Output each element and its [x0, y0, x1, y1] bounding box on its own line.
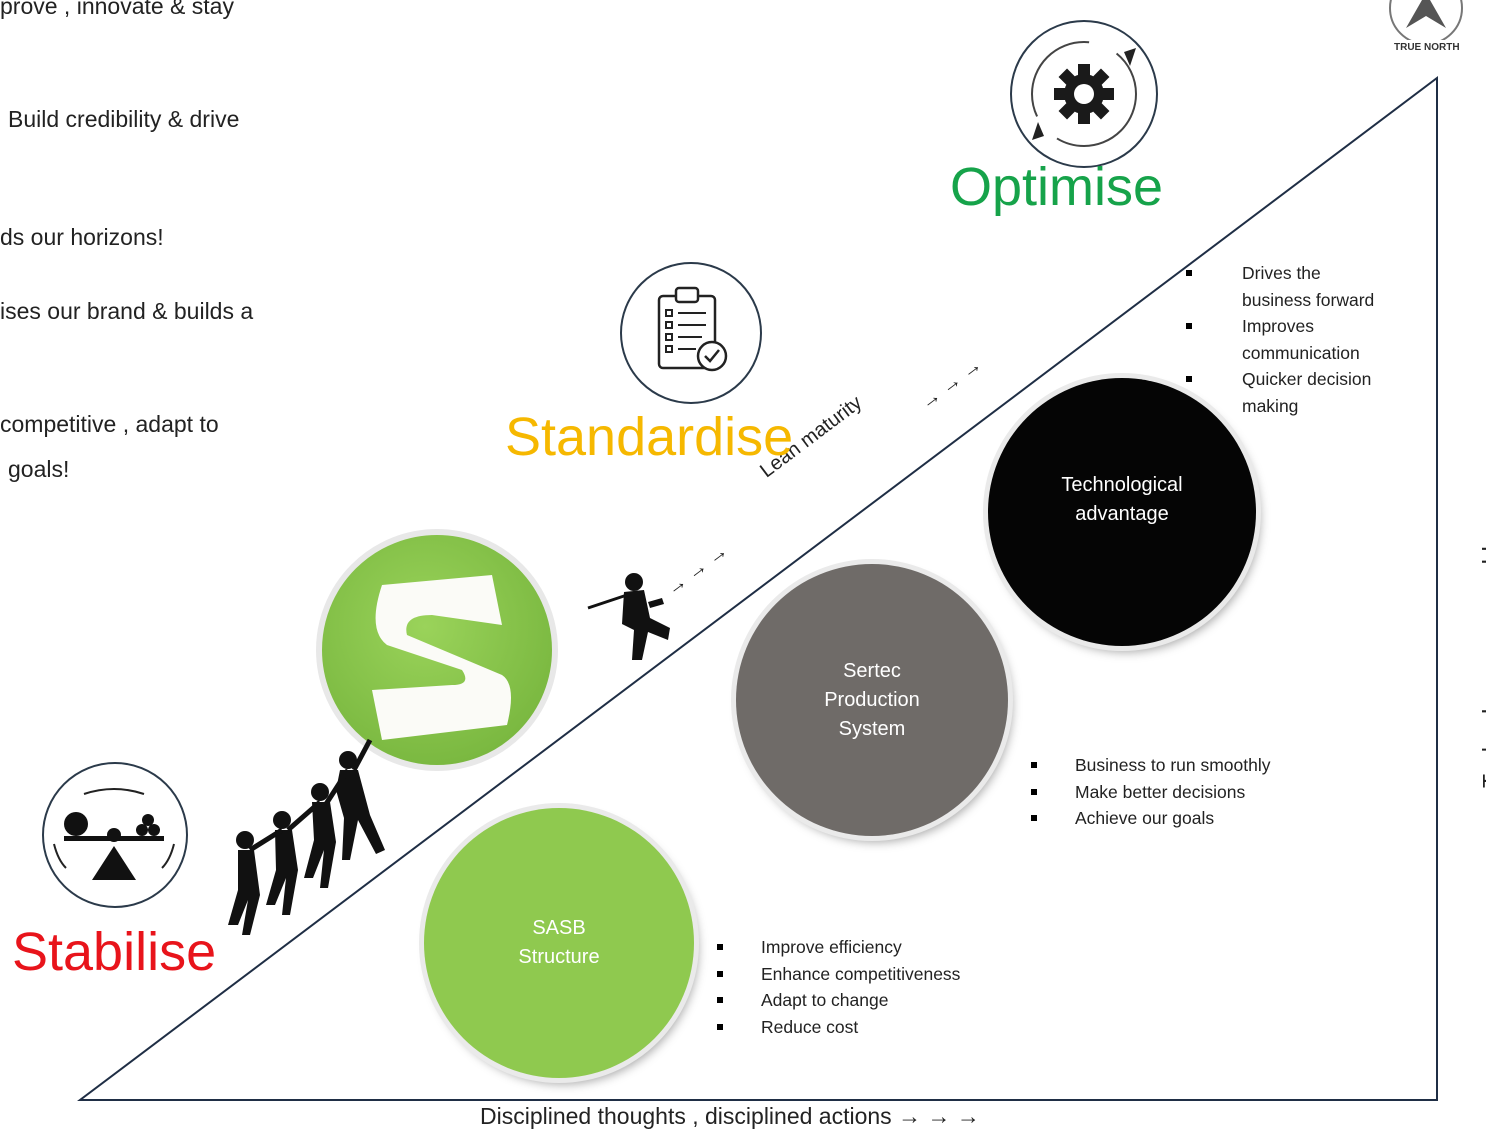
- clipboard-checklist-icon: [657, 286, 728, 372]
- technological-advantage-circle: Technological advantage: [988, 378, 1256, 646]
- people-pushing-silhouette: [228, 738, 385, 935]
- optimise-icon-circle: [1010, 20, 1158, 168]
- list-item: Make better decisions: [1031, 779, 1271, 806]
- list-item: Improves communication: [1186, 313, 1376, 366]
- balance-scale-icon: [53, 788, 175, 880]
- left-text-line-2: Build credibility & drive: [8, 106, 240, 132]
- list-item: Enhance competitiveness: [717, 961, 960, 988]
- sasb-structure-label: SASB Structure: [518, 917, 600, 968]
- list-item: Achieve our goals: [1031, 805, 1271, 832]
- left-text-line-4: ises our brand & builds a: [0, 298, 254, 324]
- sertec-production-system-circle: Sertec Production System: [736, 564, 1008, 836]
- standardise-icon-circle: [620, 262, 762, 404]
- list-item: Quicker decision making: [1186, 366, 1376, 419]
- true-north-logo: TRUE NORTH: [1366, 0, 1486, 58]
- standardise-title: Standardise: [505, 407, 794, 467]
- s-logo-ball: [312, 525, 562, 775]
- left-text-line-5: competitive , adapt to: [0, 411, 219, 437]
- optimise-title: Optimise: [950, 157, 1164, 217]
- left-text-line-3: ds our horizons!: [0, 224, 164, 250]
- sertec-benefits-list: Business to run smoothly Make better dec…: [1031, 752, 1271, 832]
- list-item: Drives the business forward: [1186, 260, 1376, 313]
- stabilise-title: Stabilise: [12, 922, 217, 982]
- bottom-axis-label: Disciplined thoughts , disciplined actio…: [480, 1103, 980, 1129]
- gear-cycle-icon: [1031, 41, 1137, 147]
- left-text-line-1: prove , innovate & stay: [0, 0, 234, 19]
- list-item: Adapt to change: [717, 987, 960, 1014]
- sasb-benefits-list: Improve efficiency Enhance competitivene…: [717, 934, 960, 1040]
- logo-text: TRUE NORTH: [1394, 42, 1460, 53]
- sasb-structure-circle: SASB Structure: [424, 808, 694, 1078]
- hiker-silhouette: [587, 573, 670, 660]
- technological-advantage-label: Technological advantage: [1061, 473, 1183, 525]
- stabilise-icon-circle: [42, 762, 188, 908]
- tech-benefits-list: Drives the business forward Improves com…: [1186, 260, 1376, 419]
- right-axis-label: Technology as an enabler → → →: [1478, 438, 1486, 788]
- sertec-production-system-label: Sertec Production System: [824, 659, 920, 740]
- list-item: Business to run smoothly: [1031, 752, 1271, 779]
- left-text-line-6: goals!: [8, 456, 70, 482]
- list-item: Reduce cost: [717, 1014, 960, 1041]
- s-logo-icon: [316, 529, 558, 771]
- list-item: Improve efficiency: [717, 934, 960, 961]
- compass-logo-icon: [1389, 0, 1486, 56]
